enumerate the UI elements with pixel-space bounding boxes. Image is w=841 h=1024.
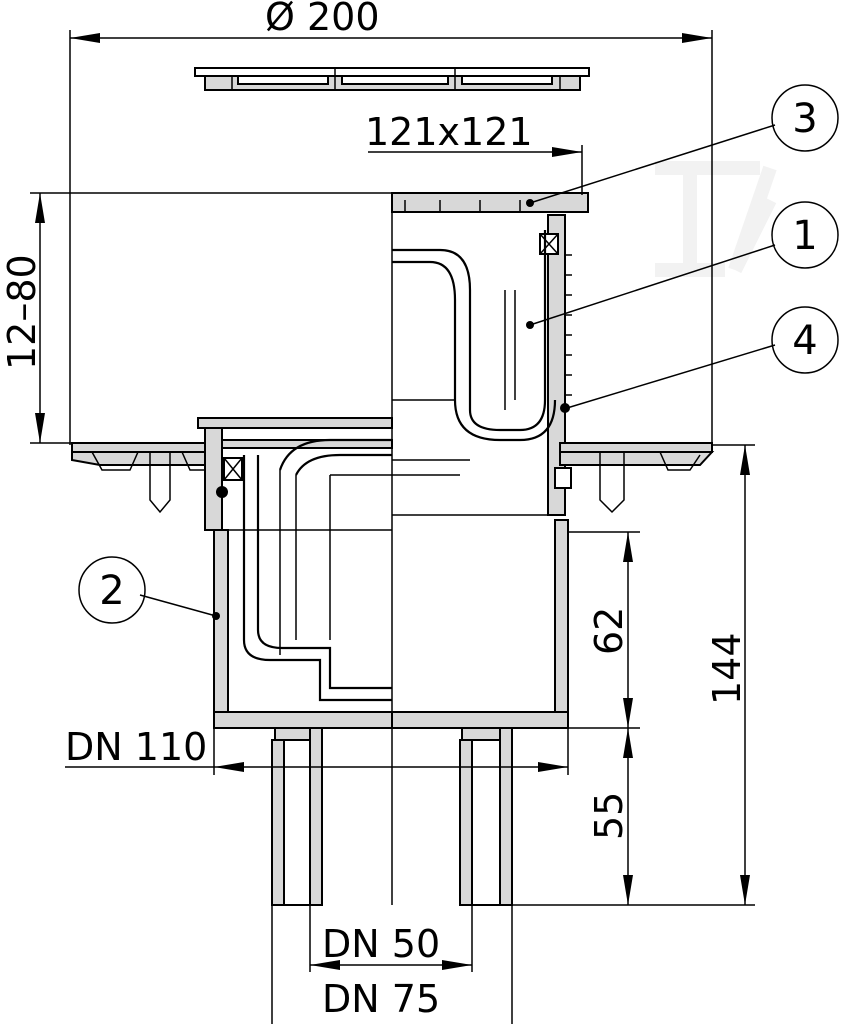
dim-outlet-outer-label: DN 75: [322, 977, 440, 1021]
drain-body-left-half: [71, 417, 393, 906]
dim-grate-label: 121x121: [365, 110, 533, 154]
watermark-logo-icon: [655, 161, 777, 277]
dim-depth-144-label: 144: [705, 632, 749, 705]
callout-2: 2: [78, 556, 220, 624]
dim-diameter-label: Ø 200: [265, 0, 380, 39]
dim-depth-55-label: 55: [587, 792, 631, 840]
svg-text:2: 2: [99, 568, 124, 614]
dim-outlet-inner-label: DN 50: [322, 922, 440, 966]
svg-text:4: 4: [792, 318, 817, 364]
grate-cover: [194, 67, 590, 91]
callout-4: 4: [566, 306, 839, 409]
dim-depth-62-label: 62: [587, 607, 631, 655]
svg-text:3: 3: [792, 96, 817, 142]
svg-text:1: 1: [792, 213, 817, 259]
callout-1: 1: [526, 201, 839, 329]
dimension-lines: [30, 30, 755, 1024]
callout-3: 3: [526, 84, 839, 207]
drain-body-right-half: [391, 192, 715, 906]
dim-height-range-label: 12–80: [0, 254, 44, 370]
dim-body-label: DN 110: [65, 725, 207, 769]
